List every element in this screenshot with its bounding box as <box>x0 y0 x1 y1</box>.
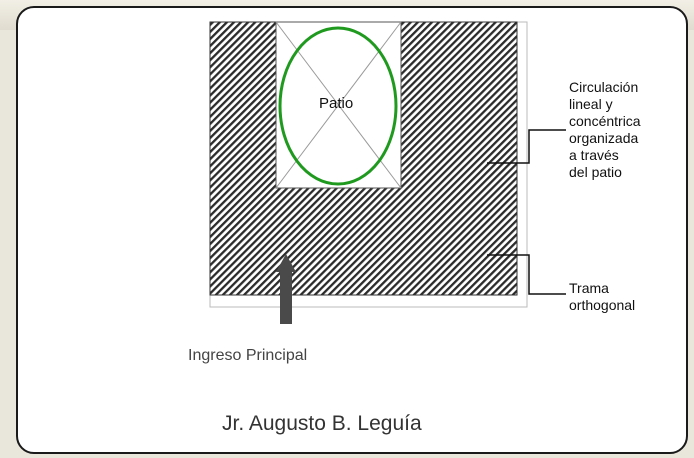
entrance-arrow-shaft <box>280 270 292 324</box>
circulation-leader-line <box>487 129 566 164</box>
patio-ellipse <box>278 26 398 186</box>
grid-label: Trama orthogonal <box>569 280 636 313</box>
patio-label: Patio <box>319 95 354 112</box>
entrance-label: Ingreso Principal <box>188 347 308 364</box>
circulation-label: Circulación lineal y concéntrica organiz… <box>569 79 641 180</box>
entrance-arrow-head <box>276 254 296 272</box>
street-label: Jr. Augusto B. Leguía <box>222 412 422 435</box>
grid-leader-line <box>487 254 566 295</box>
